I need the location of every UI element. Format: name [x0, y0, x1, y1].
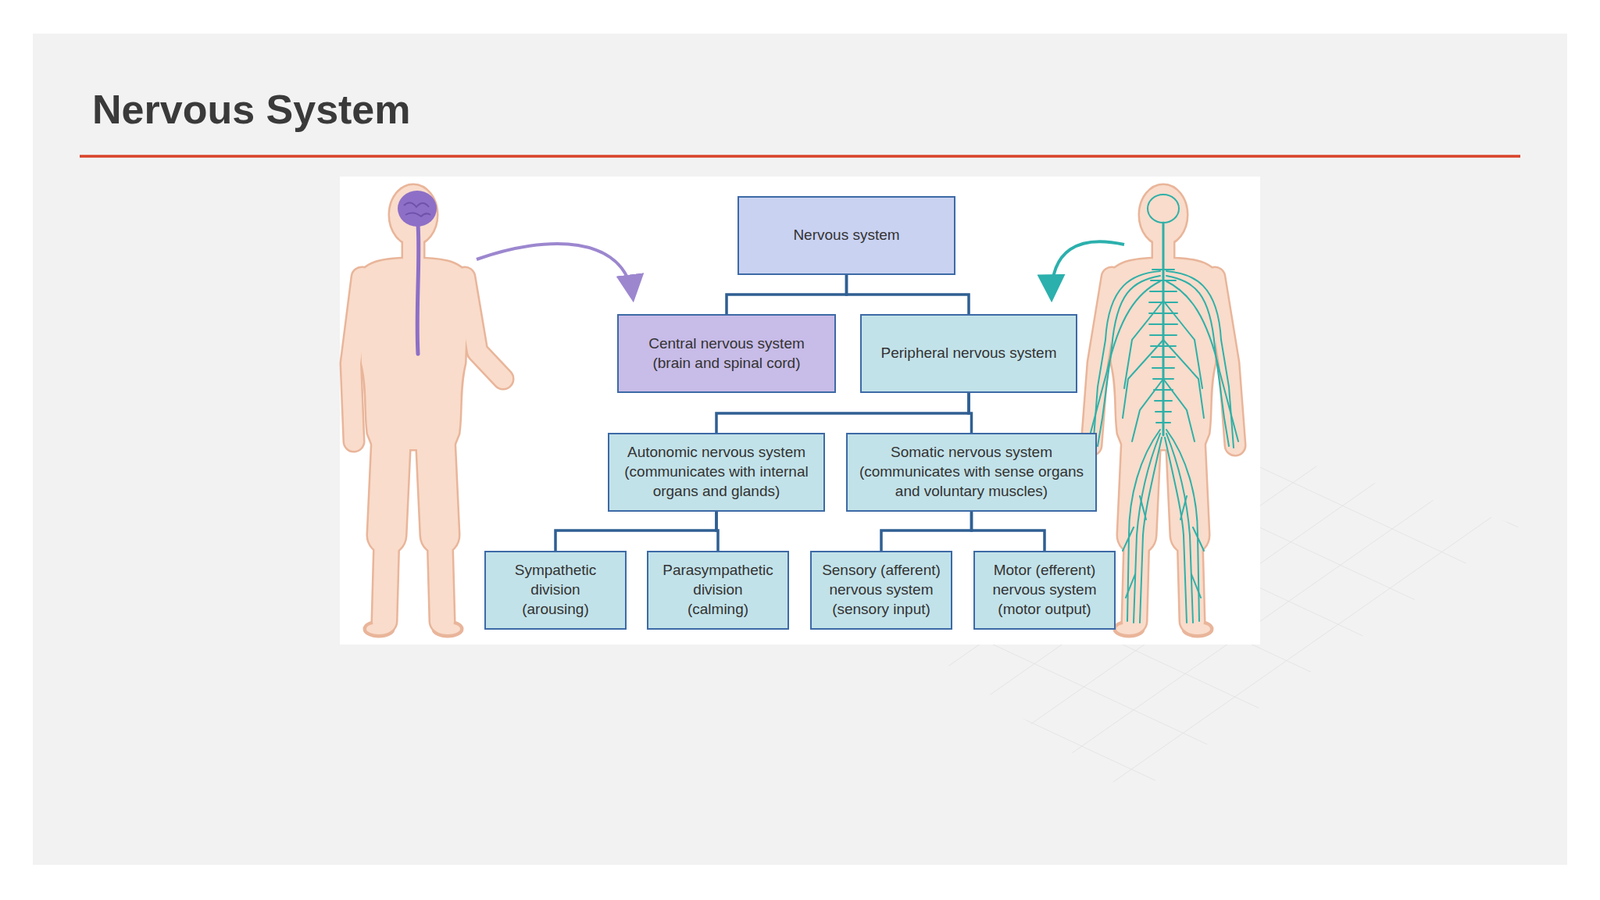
spinal-nerve [1162, 222, 1165, 436]
foot [435, 623, 461, 635]
rib-nerves [1149, 269, 1178, 423]
thigh [435, 433, 440, 536]
box-label: Autonomic nervous system (communicates w… [614, 442, 819, 501]
brain [397, 190, 437, 227]
calf [384, 535, 387, 622]
thigh [1185, 433, 1190, 536]
box-label: Somatic nervous system (communicates wit… [854, 442, 1090, 501]
category-box: Sympathetic division (arousing) [484, 550, 627, 630]
cns-figure [350, 185, 504, 636]
category-box: Somatic nervous system (communicates wit… [846, 432, 1097, 512]
box-label: Nervous system [792, 225, 900, 246]
head [389, 185, 437, 245]
leg-twigs [1122, 496, 1147, 598]
arm [464, 277, 504, 379]
branch-connector [968, 392, 972, 433]
figure-skin [350, 185, 504, 635]
arm-nerve [1088, 281, 1161, 442]
branch-connector [881, 511, 972, 551]
trunk-nerve [1124, 300, 1164, 389]
branch-connector [971, 511, 1046, 551]
figure-outline [350, 185, 504, 636]
calf [384, 535, 387, 622]
brain-outline [1147, 194, 1179, 223]
brain-folds [403, 202, 431, 217]
box-label: Sensory (afferent) nervous system (senso… [814, 560, 948, 619]
slide-panel [32, 33, 1568, 865]
box-label: Parasympathetic division (calming) [660, 560, 775, 619]
category-box: Parasympathetic division (calming) [646, 550, 790, 630]
nerve-branches-mirror [1163, 271, 1239, 623]
foot [1185, 623, 1211, 635]
branch-connector [555, 511, 717, 551]
thigh [1136, 433, 1142, 536]
calf [439, 535, 443, 622]
thigh [386, 433, 392, 536]
foot [1116, 623, 1142, 635]
arm [464, 277, 504, 379]
category-box: Sensory (afferent) nervous system (senso… [810, 550, 953, 630]
category-box: Peripheral nervous system [860, 314, 1078, 393]
calf [439, 535, 443, 622]
torso [358, 258, 468, 450]
box-label: Central nervous system (brain and spinal… [642, 334, 811, 373]
thigh [1136, 433, 1142, 536]
head [389, 185, 437, 245]
branch-connector [716, 511, 718, 551]
thigh [435, 433, 440, 536]
torso [358, 258, 468, 450]
arm [350, 277, 362, 442]
illustration-panel [339, 176, 1261, 645]
branch-connector [726, 275, 847, 315]
box-label: Motor (efferent) nervous system (motor o… [978, 560, 1111, 619]
pointer-arrow [1051, 241, 1125, 297]
leg-nerve [1139, 437, 1162, 623]
branch-connector [846, 275, 970, 315]
foot [366, 623, 392, 635]
arm [350, 277, 362, 442]
category-box: Nervous system [737, 196, 956, 275]
category-box: Central nervous system (brain and spinal… [617, 314, 836, 393]
slide-title: Nervous System [92, 89, 411, 130]
box-label: Sympathetic division (arousing) [496, 560, 615, 619]
thigh [1185, 433, 1190, 536]
title-rule [79, 154, 1521, 158]
spinal-cord [417, 224, 419, 354]
category-box: Motor (efferent) nervous system (motor o… [973, 550, 1116, 630]
thigh [386, 433, 392, 536]
pointer-arrow [476, 243, 633, 297]
category-box: Autonomic nervous system (communicates w… [607, 432, 825, 512]
branch-connector [716, 392, 969, 433]
arm-nerve [1092, 271, 1161, 448]
box-label: Peripheral nervous system [881, 343, 1058, 364]
